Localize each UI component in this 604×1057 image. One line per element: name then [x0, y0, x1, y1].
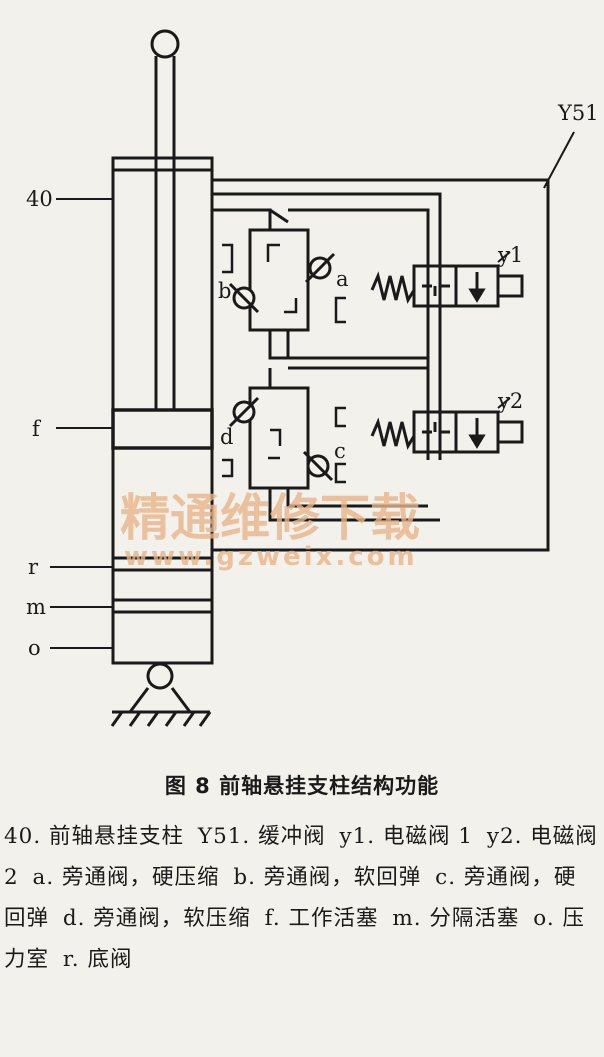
- label-r: r: [28, 555, 39, 579]
- label-y1: y1: [497, 243, 523, 267]
- strut-cylinder: [110, 29, 214, 727]
- label-f: f: [32, 417, 42, 441]
- leader-lines: [50, 131, 575, 649]
- legend-item: f. 工作活塞: [264, 906, 379, 931]
- label-b: b: [218, 279, 231, 303]
- label-d: d: [220, 425, 233, 449]
- suspension-strut-diagram: 40 Y51 y1 y2 a b c d f r m o 精通维修下载 www.…: [26, 29, 599, 727]
- legend-item: y2. 电磁阀 2: [4, 824, 598, 890]
- figure-caption-title: 图 8 前轴悬挂支柱结构功能: [164, 774, 440, 798]
- legend-item: 40. 前轴悬挂支柱: [4, 824, 185, 849]
- lower-valve-block: [222, 386, 346, 490]
- legend-item: b. 旁通阀，软回弹: [233, 865, 422, 890]
- legend-item: o. 压力室: [4, 906, 586, 972]
- watermark-cn: 精通维修下载: [120, 489, 420, 547]
- label-c: c: [334, 439, 346, 463]
- legend-item: y1. 电磁阀 1: [339, 824, 473, 849]
- legend-item: r. 底阀: [62, 947, 133, 972]
- legend-item: m. 分隔活塞: [392, 906, 520, 931]
- label-y51: Y51: [557, 101, 599, 125]
- solenoid-valve-y1: [370, 264, 524, 308]
- hydraulic-lines: [210, 178, 550, 552]
- label-40: 40: [26, 187, 53, 211]
- upper-valve-block: [222, 228, 346, 332]
- legend-item: a. 旁通阀，硬压缩: [32, 865, 220, 890]
- label-y2: y2: [497, 389, 523, 413]
- label-o: o: [28, 636, 41, 660]
- label-m: m: [26, 595, 46, 619]
- label-a: a: [336, 267, 349, 291]
- legend-item: Y51. 缓冲阀: [197, 824, 326, 849]
- legend-item: c. 旁通阀，硬回弹: [4, 865, 577, 931]
- legend-item: d. 旁通阀，软压缩: [62, 906, 251, 931]
- figure-caption-legend: 40. 前轴悬挂支柱 Y51. 缓冲阀 y1. 电磁阀 1 y2. 电磁阀 2 …: [4, 816, 598, 980]
- solenoid-valve-y2: [370, 410, 524, 454]
- watermark-url: www.gzweix.com: [124, 542, 418, 572]
